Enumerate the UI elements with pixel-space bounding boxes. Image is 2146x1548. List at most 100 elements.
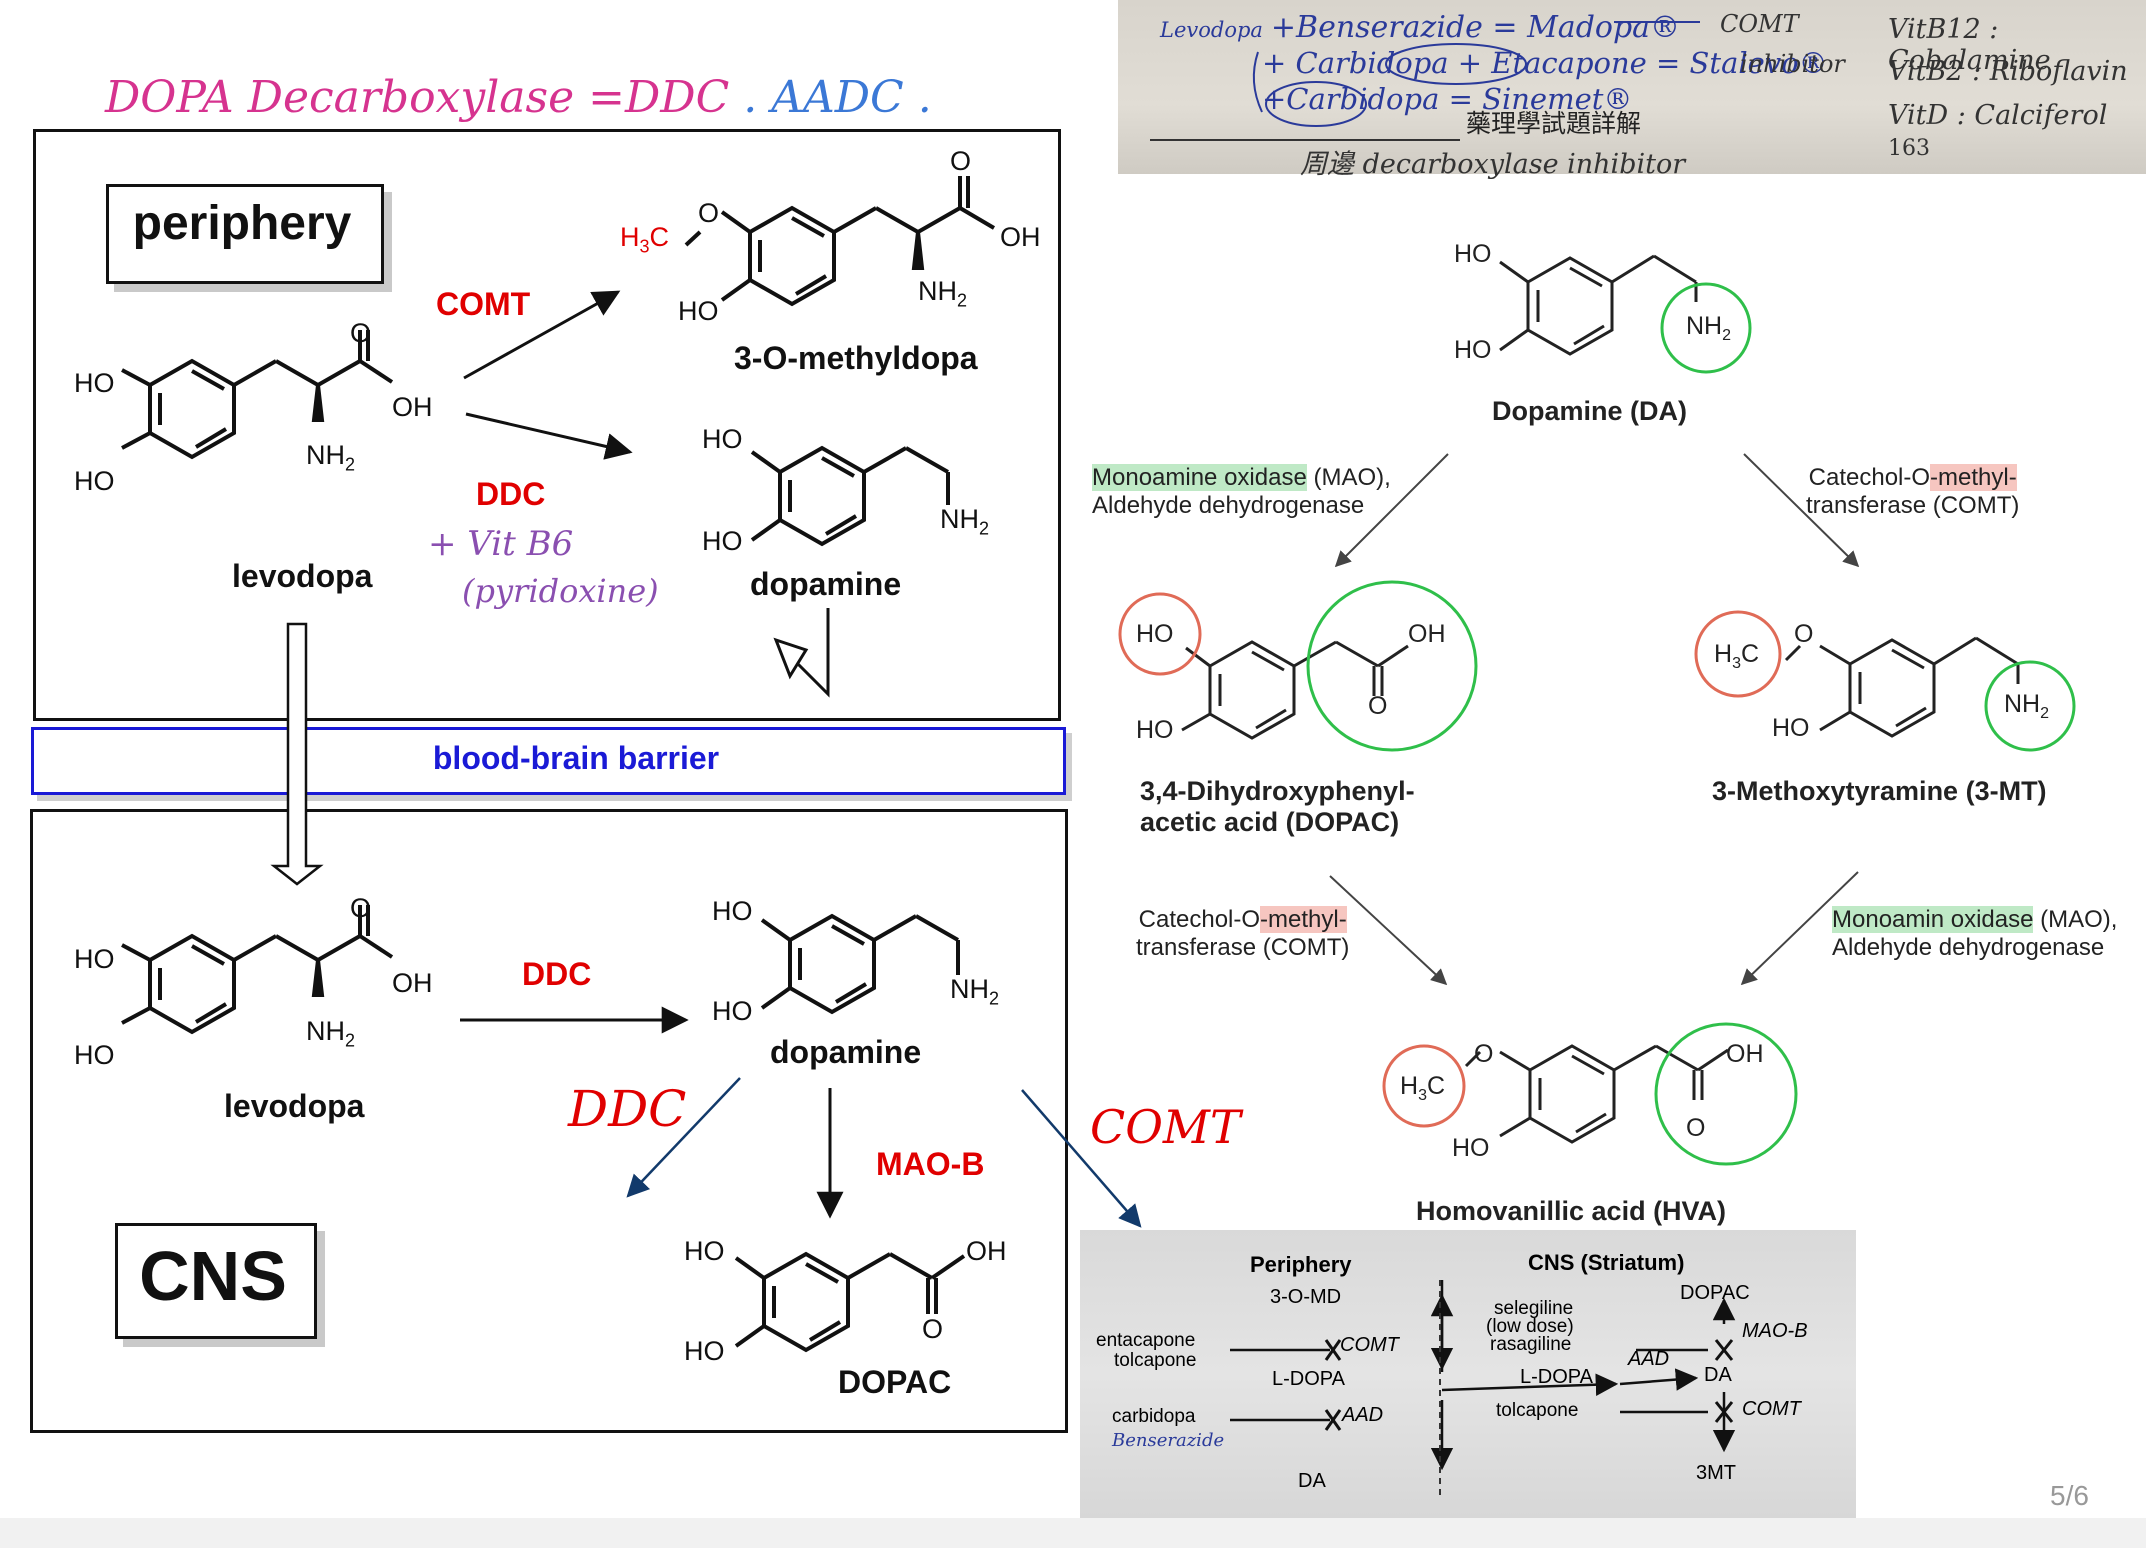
scan-da: DA <box>1298 1470 1326 1492</box>
levo-o: O <box>350 318 372 348</box>
bbb-transport-arrow <box>270 622 324 886</box>
scan-tolcapone: tolcapone <box>1114 1350 1197 1371</box>
da-p-ho1: HO <box>702 424 743 454</box>
note-line1: Levodopa +Benserazide = Madopa® <box>1160 10 1681 45</box>
dopac-cns-ho2: HO <box>684 1336 725 1366</box>
omd-label: 3-O-methyldopa <box>734 340 978 376</box>
levodopa-periphery-structure <box>121 330 394 460</box>
note-vit3: VitD : Calciferol 163 <box>1888 100 2108 161</box>
dopac-cns-label: DOPAC <box>838 1364 952 1400</box>
mao-b-label: MAO-B <box>876 1146 985 1182</box>
levodopa-cns-structure <box>121 905 394 1035</box>
da-p-nh2: NH2 <box>940 504 990 539</box>
mao2-label: Monoamin oxidase (MAO), Aldehyde dehydro… <box>1832 906 2118 961</box>
arrow-ddc <box>465 412 633 460</box>
mt-methyl-circle <box>1694 610 1782 698</box>
dopac-cns-ho1: HO <box>684 1236 725 1266</box>
levo-cns-o: O <box>350 893 372 923</box>
ddc-enzyme-label: DDC <box>476 476 546 512</box>
scan-aad: AAD <box>1342 1404 1384 1426</box>
scan-maob: MAO-B <box>1742 1320 1808 1342</box>
arrow-hw-comt <box>1021 1089 1142 1228</box>
omd-structure <box>684 176 996 307</box>
comt1-label: Catechol-O-methyl- transferase (COMT) <box>1806 464 2020 519</box>
cns-label-box <box>115 1223 317 1339</box>
scan-3mt: 3MT <box>1696 1462 1736 1484</box>
scan-benserazide: Benserazide <box>1112 1430 1225 1451</box>
mao1-label: Monoamine oxidase (MAO), Aldehyde dehydr… <box>1092 464 1391 519</box>
da-cns-nh2: NH2 <box>950 974 1000 1009</box>
scan-rasagiline: rasagiline <box>1490 1334 1572 1355</box>
da-p-ho2: HO <box>702 526 743 556</box>
bbb-label: blood-brain barrier <box>432 740 720 776</box>
hw-comt-cns: COMT <box>1090 1100 1241 1154</box>
arrow-dopac-hva <box>1329 875 1448 986</box>
omd-ho: HO <box>678 296 719 326</box>
dopac-oh-circle <box>1118 592 1202 676</box>
levodopa-label: levodopa <box>232 558 373 594</box>
da-cns-ho1: HO <box>712 896 753 926</box>
page-indicator[interactable]: 5/6 <box>2050 1480 2089 1511</box>
levo-cns-oh: OH <box>392 968 433 998</box>
dopac-cns-oh: OH <box>966 1236 1007 1266</box>
note-line4: 周邊 decarboxylase inhibitor <box>1300 149 1686 180</box>
hw-aadc: . AADC . <box>743 72 932 123</box>
periphery-label-box <box>106 184 384 284</box>
hva-o: O <box>1474 1040 1494 1068</box>
note-inhibitor: inhibitor <box>1740 50 1845 78</box>
note-decorations <box>1150 21 1700 141</box>
comt-enzyme-label: COMT <box>436 286 531 322</box>
mt-label: 3-Methoxytyramine (3-MT) <box>1712 776 2047 806</box>
scan-dopac: DOPAC <box>1680 1282 1750 1304</box>
scan-ldopa2: L-DOPA <box>1520 1366 1593 1388</box>
scan-ldopa: L-DOPA <box>1272 1368 1345 1390</box>
arrow-comt <box>463 290 621 380</box>
scan-tolcapone2: tolcapone <box>1496 1400 1579 1421</box>
hva-h3c: H3C <box>1400 1072 1446 1104</box>
dopamine-periphery-label: dopamine <box>750 566 902 602</box>
note-vit1: VitB12 : Cobalamine <box>1888 14 2051 76</box>
dopamine-cns-label: dopamine <box>770 1034 922 1070</box>
da-ho1: HO <box>1454 240 1492 268</box>
da-ho2: HO <box>1454 336 1492 364</box>
dopac-cns-structure <box>734 1251 966 1353</box>
scan-entacapone: entacapone <box>1096 1330 1196 1351</box>
mt-nh2: NH2 <box>2004 690 2050 722</box>
scan-periphery: Periphery <box>1250 1252 1352 1277</box>
hva-ho: HO <box>1452 1134 1490 1162</box>
hw-ddc-cns: DDC <box>568 1080 687 1138</box>
mt-h3c: H3C <box>1714 640 1760 672</box>
bbb-box <box>31 727 1066 795</box>
hva-methyl-circle <box>1382 1044 1466 1128</box>
scan-lowdose: (low dose) <box>1486 1316 1574 1337</box>
hw-vitb6: + Vit B6 <box>428 524 574 564</box>
handwritten-title: DOPA Decarboxylase =DDC . AADC . <box>105 72 932 123</box>
note-book-title: 藥理學試題詳解 <box>1466 109 1642 138</box>
arrow-3mt-hva <box>1740 871 1859 986</box>
hva-acid-circle <box>1654 1022 1798 1166</box>
levo-cns-ho2: HO <box>74 1040 115 1070</box>
photo-note <box>1118 0 2146 174</box>
return-arrow <box>773 608 830 698</box>
periphery-box <box>33 129 1061 721</box>
dopamine-da-label: Dopamine (DA) <box>1492 396 1687 426</box>
scan-figure <box>1080 1230 1856 1518</box>
mt-o: O <box>1794 620 1814 648</box>
scan-da2: DA <box>1704 1364 1732 1386</box>
note-vit2: VitB2 : Riboflavin <box>1888 56 2128 87</box>
note-comt: COMT <box>1720 10 1799 38</box>
levo-cns-ho1: HO <box>74 944 115 974</box>
mt-amine-circle <box>1984 660 2076 752</box>
levo-cns-nh2: NH2 <box>306 1016 356 1051</box>
dopac-cns-o: O <box>922 1314 944 1344</box>
ddc-cns-label: DDC <box>522 956 592 992</box>
dopamine-da-structure <box>1499 254 1698 356</box>
scan-comt2: COMT <box>1742 1398 1801 1420</box>
scan-aad2: AAD <box>1628 1348 1670 1370</box>
dopamine-cns-structure <box>760 913 960 1015</box>
hva-structure <box>1464 1044 1729 1144</box>
cns-box <box>30 809 1068 1433</box>
levo-oh: OH <box>392 392 433 422</box>
comt2-label: Catechol-O-methyl- transferase (COMT) <box>1136 906 1350 961</box>
